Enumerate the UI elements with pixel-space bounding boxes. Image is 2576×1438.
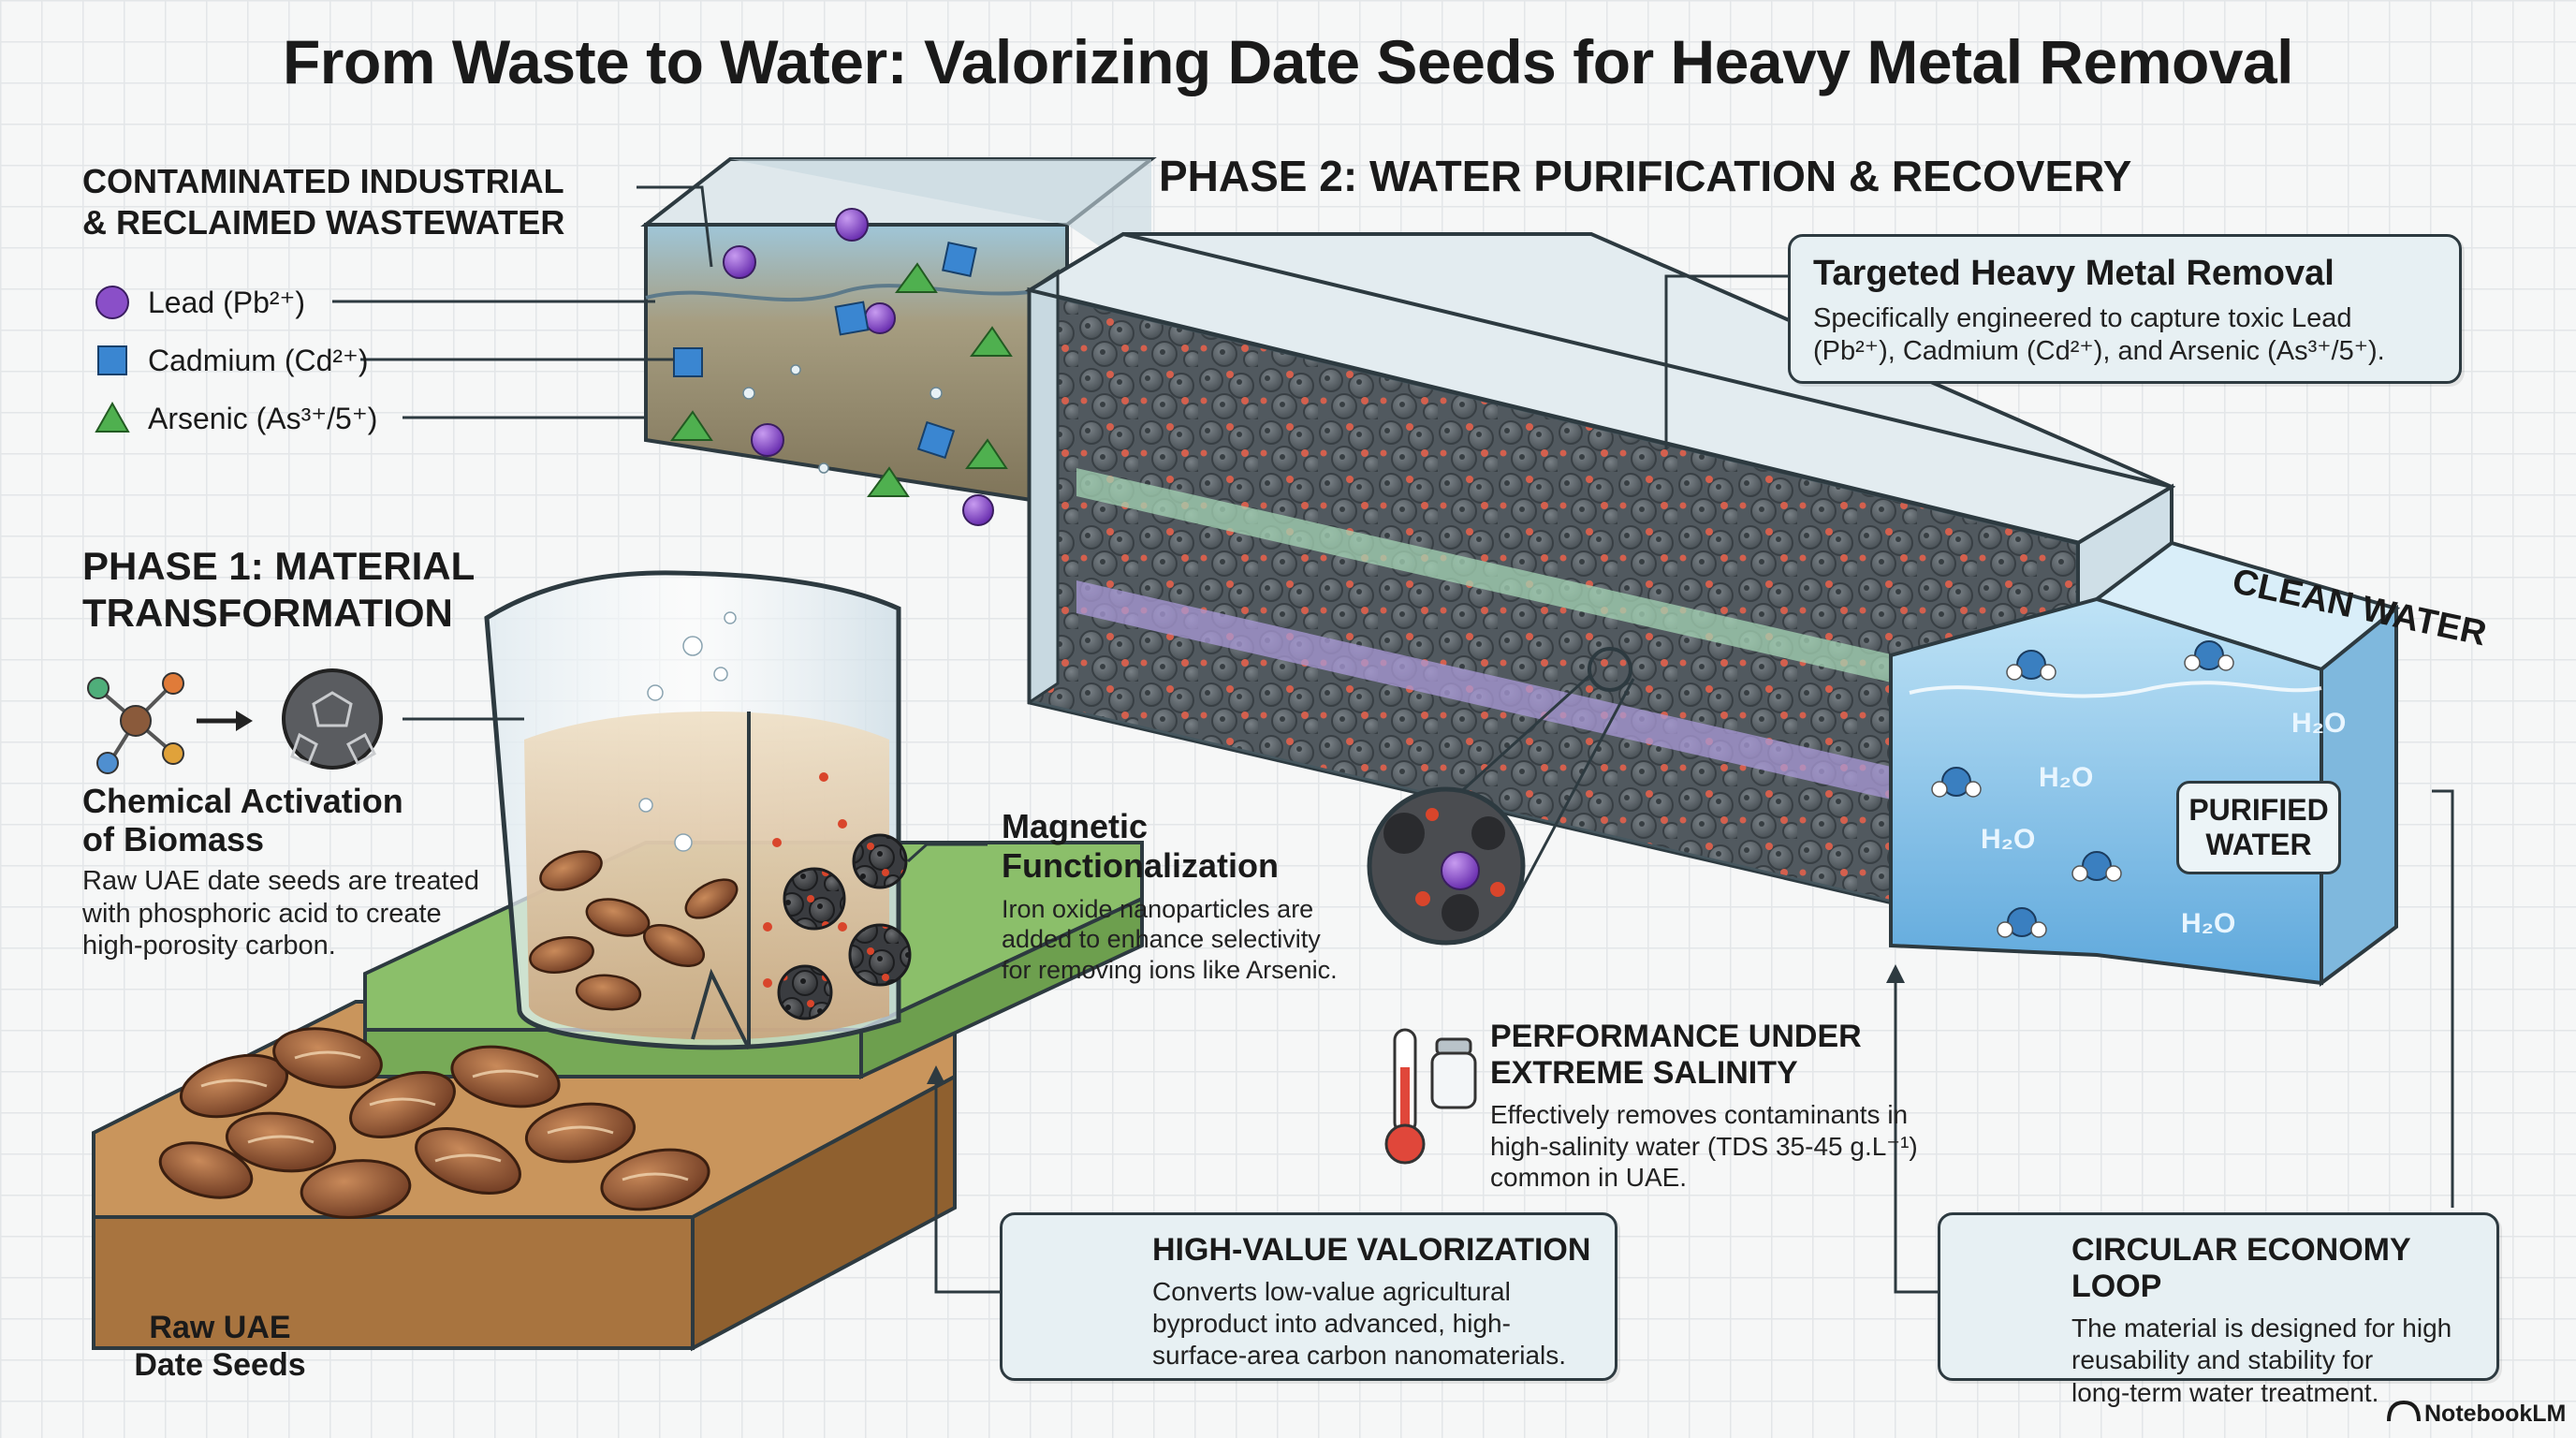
magnetic-carbon-particles bbox=[777, 833, 912, 1020]
magnetic-title-line1: Magnetic bbox=[1002, 807, 1149, 845]
arsenic-tetrahedron-icon bbox=[95, 401, 130, 433]
legend-lead-label: Lead (Pb²⁺) bbox=[148, 286, 306, 319]
salinity-line1: Effectively removes contaminants in bbox=[1490, 1100, 1909, 1130]
seeds-label-line1: Raw UAE bbox=[149, 1310, 291, 1345]
phase1-heading-line1: PHASE 1: MATERIAL bbox=[82, 544, 476, 588]
targeted-removal-box: Targeted Heavy Metal Removal Specificall… bbox=[1788, 234, 2462, 384]
purified-water-box: PURIFIED WATER bbox=[2176, 781, 2341, 874]
date-seed-pile bbox=[158, 1027, 710, 1219]
phase1-heading-line2: TRANSFORMATION bbox=[82, 591, 453, 636]
wastewater-heading-line2: & RECLAIMED WASTEWATER bbox=[82, 202, 565, 242]
magnetic-line1: Iron oxide nanoparticles are bbox=[1002, 894, 1314, 923]
cadmium-cube-icon bbox=[97, 345, 127, 375]
valorization-line2: byproduct into advanced, high- bbox=[1152, 1309, 1511, 1339]
magnetic-line2: added to enhance selectivity bbox=[1002, 925, 1321, 954]
legend-cadmium-label: Cadmium (Cd²⁺) bbox=[148, 344, 369, 377]
phase2-heading: PHASE 2: WATER PURIFICATION & RECOVERY bbox=[1159, 152, 2132, 200]
activation-line2: with phosphoric acid to create bbox=[82, 898, 442, 929]
legend-cadmium: Cadmium (Cd²⁺) bbox=[94, 331, 377, 389]
h2o-label: H₂O bbox=[2291, 708, 2347, 739]
cadmium-particles bbox=[673, 242, 977, 460]
salinity-line3: common in UAE. bbox=[1490, 1163, 1688, 1193]
valorization-title: HIGH-VALUE VALORIZATION bbox=[1152, 1232, 1591, 1268]
buckyball-icon bbox=[282, 668, 383, 770]
chemical-activation-block: Chemical Activation of Biomass Raw UAE d… bbox=[82, 782, 479, 962]
thermometer-icon bbox=[1384, 1028, 1426, 1165]
salinity-title-line1: PERFORMANCE UNDER bbox=[1490, 1019, 1862, 1054]
salinity-block: PERFORMANCE UNDER EXTREME SALINITY Effec… bbox=[1490, 1019, 1918, 1194]
magnetic-title-line2: Functionalization bbox=[1002, 846, 1279, 886]
beaker bbox=[484, 570, 912, 1050]
legend-arsenic-label: Arsenic (As³⁺/5⁺) bbox=[148, 402, 378, 435]
h2o-label: H₂O bbox=[2181, 908, 2236, 939]
targeted-removal-line1: Specifically engineered to capture toxic… bbox=[1813, 302, 2352, 333]
h2o-label: H₂O bbox=[2039, 762, 2094, 793]
wastewater-tank bbox=[640, 157, 1157, 526]
magnetic-line3: for removing ions like Arsenic. bbox=[1002, 955, 1338, 984]
arrow-right-icon bbox=[197, 711, 253, 731]
activation-line3: high-porosity carbon. bbox=[82, 931, 336, 961]
valorization-line3: surface-area carbon nanomaterials. bbox=[1152, 1341, 1567, 1371]
brand-label: NotebookLM bbox=[2424, 1401, 2567, 1427]
lead-particles bbox=[723, 208, 994, 526]
magnifier-zoom bbox=[1367, 647, 1635, 946]
arrow-up-icon bbox=[927, 964, 1905, 1273]
targeted-removal-title: Targeted Heavy Metal Removal bbox=[1813, 254, 2334, 293]
wastewater-heading: CONTAMINATED INDUSTRIAL & RECLAIMED WAST… bbox=[82, 161, 564, 243]
circular-title: CIRCULAR ECONOMY LOOP bbox=[2071, 1232, 2411, 1305]
targeted-removal-line2: (Pb²⁺), Cadmium (Cd²⁺), and Arsenic (As³… bbox=[1813, 336, 2385, 367]
circular-line1: The material is designed for high bbox=[2071, 1313, 2452, 1343]
salt-shaker-icon bbox=[1430, 1037, 1477, 1109]
wastewater-heading-line1: CONTAMINATED INDUSTRIAL bbox=[82, 162, 564, 200]
notebooklm-logo-icon bbox=[2387, 1400, 2421, 1422]
activation-title-line2: of Biomass bbox=[82, 820, 265, 859]
filter-column bbox=[1024, 231, 2176, 949]
connector-lines bbox=[332, 185, 2454, 1294]
activation-title-line1: Chemical Activation bbox=[82, 782, 403, 820]
molecule-icon bbox=[87, 672, 184, 774]
activation-line1: Raw UAE date seeds are treated bbox=[82, 865, 479, 896]
seeds-label-line2: Date Seeds bbox=[134, 1347, 306, 1384]
arsenic-particles bbox=[670, 262, 1013, 497]
salinity-title-line2: EXTREME SALINITY bbox=[1490, 1055, 1798, 1092]
purified-line1: PURIFIED bbox=[2188, 793, 2329, 827]
valorization-box: HIGH-VALUE VALORIZATION Converts low-val… bbox=[1000, 1212, 1617, 1381]
purified-line2: WATER bbox=[2205, 827, 2312, 861]
circular-economy-box: CIRCULAR ECONOMY LOOP The material is de… bbox=[1938, 1212, 2499, 1407]
legend-lead: Lead (Pb²⁺) bbox=[94, 273, 377, 331]
magnetic-functionalization-block: Magnetic Functionalization Iron oxide na… bbox=[1002, 807, 1338, 985]
clean-water-tank bbox=[1889, 540, 2401, 987]
phase1-heading: PHASE 1: MATERIAL TRANSFORMATION bbox=[82, 543, 475, 638]
valorization-line1: Converts low-value agricultural bbox=[1152, 1277, 1511, 1307]
seeds-label: Raw UAE Date Seeds bbox=[131, 1309, 309, 1384]
circular-line3: long-term water treatment. bbox=[2071, 1377, 2379, 1407]
circular-line2: reusability and stability for bbox=[2071, 1345, 2374, 1375]
salinity-line2: high-salinity water (TDS 35-45 g.L⁻¹) bbox=[1490, 1131, 1918, 1161]
contaminant-legend: Lead (Pb²⁺) Cadmium (Cd²⁺) Arsenic (As³⁺… bbox=[94, 273, 377, 448]
targeted-removal-body: Specifically engineered to capture toxic… bbox=[1813, 302, 2437, 369]
lead-sphere-icon bbox=[95, 286, 129, 319]
page-title: From Waste to Water: Valorizing Date See… bbox=[282, 27, 2294, 96]
legend-arsenic: Arsenic (As³⁺/5⁺) bbox=[94, 389, 377, 448]
h2o-label: H₂O bbox=[1981, 824, 2036, 855]
water-molecules bbox=[1931, 640, 2234, 938]
